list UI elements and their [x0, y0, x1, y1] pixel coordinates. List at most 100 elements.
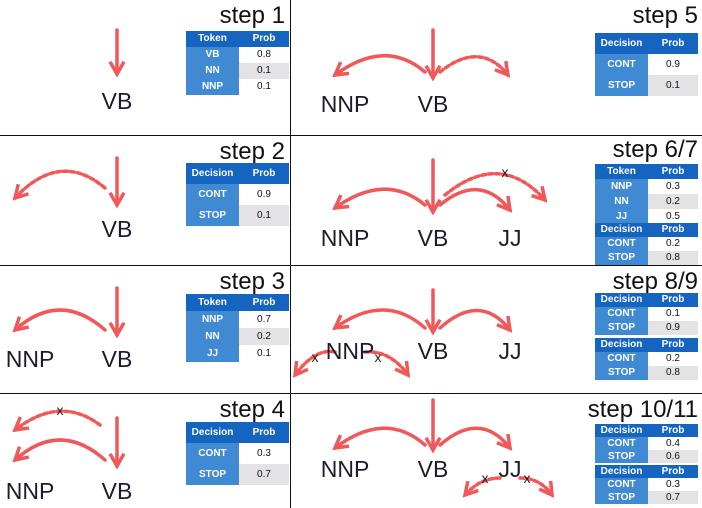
rejected-x-mark-6: x [523, 470, 531, 486]
prob-cell: 0.2 [648, 237, 698, 251]
label-cell: STOP [595, 366, 648, 380]
prob-cell: 0.9 [239, 184, 289, 205]
label-cell: STOP [595, 251, 648, 265]
token-vb: VB [417, 225, 449, 251]
label-cell: STOP [595, 491, 648, 504]
label-cell: Decision [595, 293, 648, 307]
nnp-right-stop-arrow [363, 350, 411, 378]
label-cell: Decision [186, 422, 239, 443]
left-dep-arrow [12, 438, 107, 463]
token-nnp: NNP [325, 338, 375, 364]
prob-cell: 0.8 [239, 47, 289, 63]
prob-cell: 0.6 [648, 450, 698, 463]
prob-cell: 0.4 [648, 437, 698, 450]
token-vb: VB [417, 91, 449, 117]
prob-cell: Prob [661, 339, 685, 350]
prob-cell: 0.8 [648, 366, 698, 380]
left-dep-arrow [332, 426, 427, 451]
prob-cell: 0.2 [239, 328, 289, 345]
label-cell: CONT [186, 184, 239, 205]
divider-row-2 [0, 265, 702, 266]
prob-cell: 0.7 [239, 464, 289, 485]
label-cell: NNP [186, 311, 239, 328]
prob-cell: 0.1 [239, 345, 289, 362]
right-cont-arrow [438, 55, 511, 78]
jj-right-stop-arrow [518, 476, 555, 498]
label-cell: NN [595, 194, 648, 209]
token-nnp: NNP [320, 225, 370, 251]
token-nnp: NNP [320, 456, 370, 482]
token-vb: VB [417, 338, 449, 364]
jj-left-stop-arrow [462, 476, 502, 498]
token-vb: VB [101, 216, 133, 242]
label-cell: STOP [595, 450, 648, 463]
prob-cell: 0.8 [648, 251, 698, 265]
step-title: step 3 [219, 268, 285, 295]
rejected-x-mark-3: x [311, 349, 319, 365]
label-cell: CONT [595, 237, 648, 251]
label-cell: Decision [595, 338, 648, 352]
token-jj: JJ [498, 225, 522, 251]
label-cell: NNP [595, 179, 648, 194]
step-title: step 6/7 [612, 136, 698, 163]
left-dep-arrow [332, 54, 427, 78]
step-title: step 8/9 [612, 268, 698, 295]
step-title: step 1 [219, 2, 285, 29]
prob-cell: 0.2 [648, 352, 698, 366]
prob-cell: 0.2 [648, 194, 698, 209]
label-cell: CONT [595, 352, 648, 366]
token-vb: VB [417, 456, 449, 482]
prob-cell: 0.1 [239, 63, 289, 79]
label-cell: NNP [186, 79, 239, 95]
rejected-x-mark-2: x [501, 164, 509, 180]
prob-cell: Prob [252, 297, 276, 308]
table-header: Decision Prob [186, 422, 289, 443]
table-header: Token Prob [186, 294, 289, 311]
token-vb: VB [101, 478, 133, 504]
label-cell: NN [186, 63, 239, 79]
token-vb: VB [101, 346, 133, 372]
prob-cell: 0.3 [239, 443, 289, 464]
label-cell: Token [186, 294, 239, 311]
label-cell: Token [186, 31, 239, 47]
rejected-x-mark-4: x [374, 349, 382, 365]
prob-cell: 0.1 [648, 307, 698, 321]
label-cell: Token [595, 164, 648, 179]
label-cell: STOP [595, 321, 648, 335]
prob-cell: 0.5 [648, 209, 698, 224]
token-nnp: NNP [5, 478, 55, 504]
label-cell: Decision [595, 223, 648, 237]
label-cell: CONT [595, 307, 648, 321]
prob-cell: Prob [661, 38, 685, 49]
prob-cell: Prob [252, 427, 276, 438]
right-stop-arrow [443, 172, 548, 203]
label-cell: Decision [595, 424, 648, 437]
step-title: step 4 [219, 396, 285, 423]
prob-cell: 0.9 [648, 54, 698, 75]
